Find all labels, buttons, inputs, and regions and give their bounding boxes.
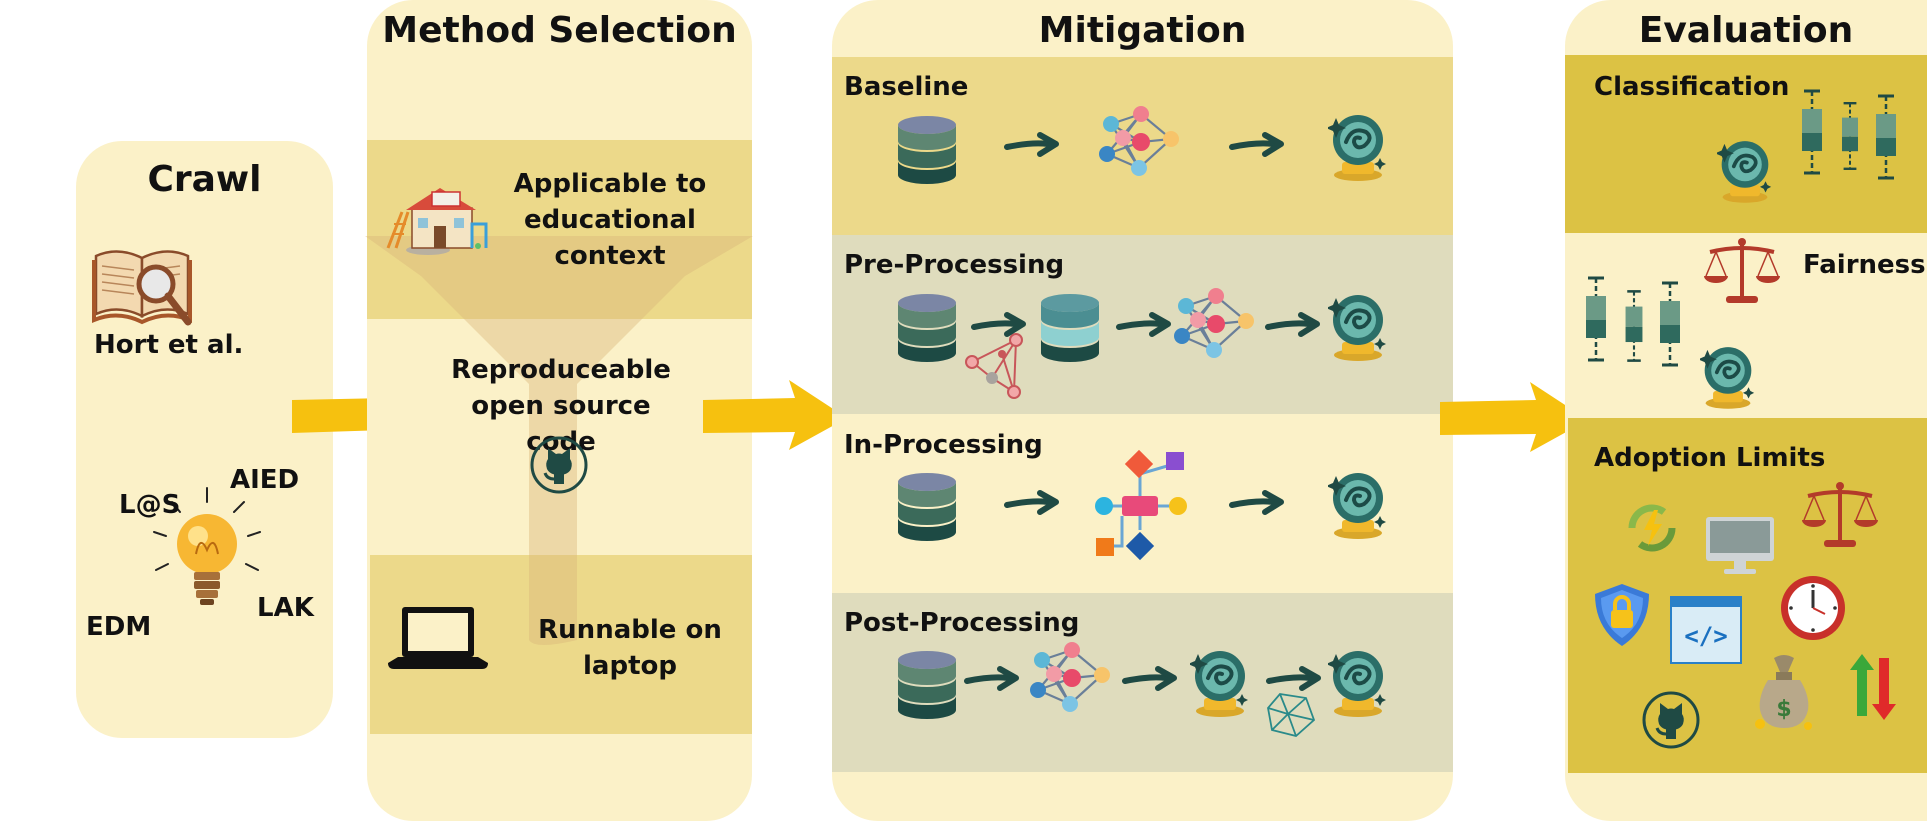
processed-database-icon: [1041, 294, 1099, 362]
database-icon: [898, 473, 956, 541]
github-icon: [529, 435, 589, 499]
crystal-ball-icon: [1328, 293, 1388, 362]
evaluation-title: Evaluation: [1638, 10, 1854, 51]
crystal-ball-icon: [1717, 139, 1773, 204]
funnel-shape: [365, 236, 755, 650]
database-icon: [898, 116, 956, 184]
method-selection-title: Method Selection: [382, 10, 737, 51]
clock-icon: [1779, 574, 1847, 646]
mitigation-title: Mitigation: [1038, 10, 1247, 51]
school-icon: [386, 184, 488, 260]
arrow-icon: [1229, 130, 1285, 160]
crystal-ball-icon: [1190, 649, 1250, 718]
crystal-ball-icon: [1328, 649, 1388, 718]
neural-network-icon: [1099, 104, 1179, 178]
flow-arrow-2: [703, 380, 849, 456]
arrow-icon: [1116, 310, 1172, 340]
neural-network-icon: [1030, 640, 1110, 714]
venue-las-label: L@S: [119, 490, 181, 520]
classification-label: Classification: [1594, 72, 1790, 102]
venue-aied-label: AIED: [230, 465, 300, 495]
up-down-arrows-icon: [1848, 654, 1898, 724]
book-magnifier-icon: [92, 238, 202, 332]
arrow-icon: [1266, 664, 1322, 694]
arrow-icon: [1122, 664, 1178, 694]
database-icon: [898, 294, 956, 362]
github-icon: [1642, 691, 1700, 749]
crystal-ball-icon: [1700, 345, 1756, 410]
criterion-educational-label: Applicable to educational context: [513, 169, 707, 271]
adoption-limits-label: Adoption Limits: [1594, 443, 1826, 473]
criterion-open-source-label: Reproduceable open source code: [451, 355, 671, 457]
flow-arrow-3: [1440, 382, 1590, 458]
boxplot-icon: [1840, 101, 1860, 171]
crawl-panel: Crawl: [76, 141, 333, 738]
arrow-icon: [1004, 488, 1060, 518]
crawl-title: Crawl: [147, 159, 262, 200]
monitor-icon: [1704, 515, 1776, 581]
database-icon: [898, 651, 956, 719]
crystal-ball-icon: [1328, 471, 1388, 540]
crystal-ball-icon: [1328, 113, 1388, 182]
criterion-laptop-label: Runnable on laptop: [538, 615, 722, 681]
baseline-label: Baseline: [844, 72, 969, 102]
svg-text:</>: </>: [1684, 622, 1727, 650]
postprocessing-label: Post-Processing: [844, 608, 1080, 638]
svg-text:$: $: [1776, 697, 1791, 722]
energy-icon: [1624, 500, 1680, 560]
arrow-icon: [1004, 130, 1060, 160]
arrow-icon: [964, 664, 1020, 694]
scale-icon: [1702, 236, 1782, 305]
venue-edm-label: EDM: [86, 612, 152, 642]
laptop-icon: [388, 605, 488, 675]
polyhedron-icon: [1266, 690, 1316, 744]
source-hort-label: Hort et al.: [94, 330, 244, 360]
neural-network-icon: [1174, 286, 1254, 360]
boxplot-icon: [1658, 281, 1682, 367]
boxplot-icon: [1800, 89, 1824, 175]
lightbulb-icon: [152, 487, 262, 622]
arrow-icon: [971, 310, 1027, 340]
workflow-icon: [1094, 449, 1192, 570]
boxplot-icon: [1874, 94, 1898, 180]
scale-icon: [1800, 480, 1880, 549]
inprocessing-label: In-Processing: [844, 430, 1043, 460]
fairness-label: Fairness: [1803, 250, 1926, 280]
arrow-icon: [1265, 310, 1321, 340]
money-bag-icon: $: [1754, 652, 1814, 736]
code-window-icon: </>: [1670, 596, 1742, 668]
preprocessing-label: Pre-Processing: [844, 250, 1065, 280]
arrow-icon: [1229, 488, 1285, 518]
data-graph-icon: [962, 332, 1028, 406]
boxplot-icon: [1624, 289, 1644, 363]
boxplot-icon: [1584, 276, 1608, 362]
shield-lock-icon: [1593, 582, 1651, 652]
venue-lak-label: LAK: [257, 593, 314, 623]
